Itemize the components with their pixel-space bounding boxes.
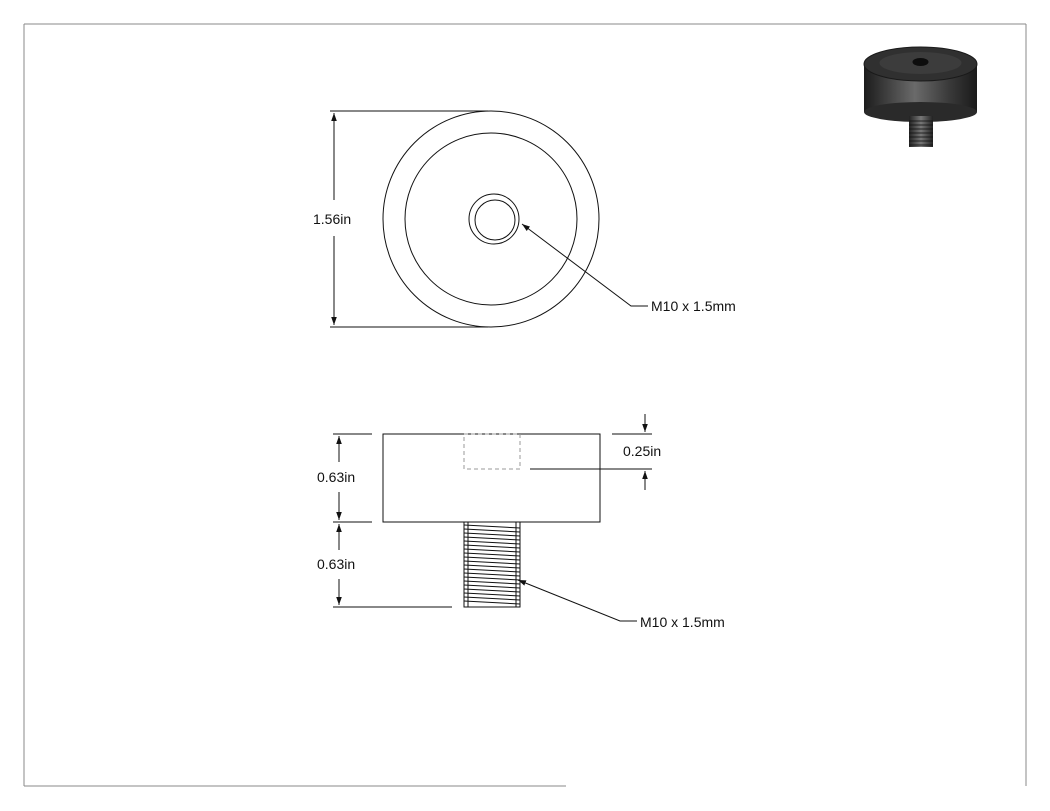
diameter-label: 1.56in	[313, 211, 351, 227]
thread-callout-side: M10 x 1.5mm	[640, 614, 725, 630]
top-view	[382, 110, 600, 328]
side-view	[382, 433, 601, 608]
diameter-dimension	[330, 110, 488, 328]
hole-depth-label: 0.25in	[623, 443, 661, 459]
magnet-body	[382, 433, 601, 523]
threaded-hole-circle	[468, 193, 520, 245]
threaded-stud	[463, 521, 521, 608]
thread-callout-top: M10 x 1.5mm	[651, 298, 736, 314]
thread-leader-top	[521, 223, 648, 307]
stud-length-dimension	[333, 524, 452, 608]
hidden-threaded-hole	[463, 433, 521, 470]
hole-depth-dimension	[530, 414, 652, 490]
outer-rim-circle	[382, 110, 600, 328]
threaded-hole-minor-circle	[474, 199, 516, 241]
thread-leader-side	[517, 579, 637, 622]
isometric-preview	[863, 46, 978, 147]
body-height-label: 0.63in	[317, 469, 355, 485]
body-height-dimension	[333, 433, 372, 523]
inner-face-circle	[404, 132, 578, 306]
stud-length-label: 0.63in	[317, 556, 355, 572]
sheet-frame	[23, 23, 1027, 787]
